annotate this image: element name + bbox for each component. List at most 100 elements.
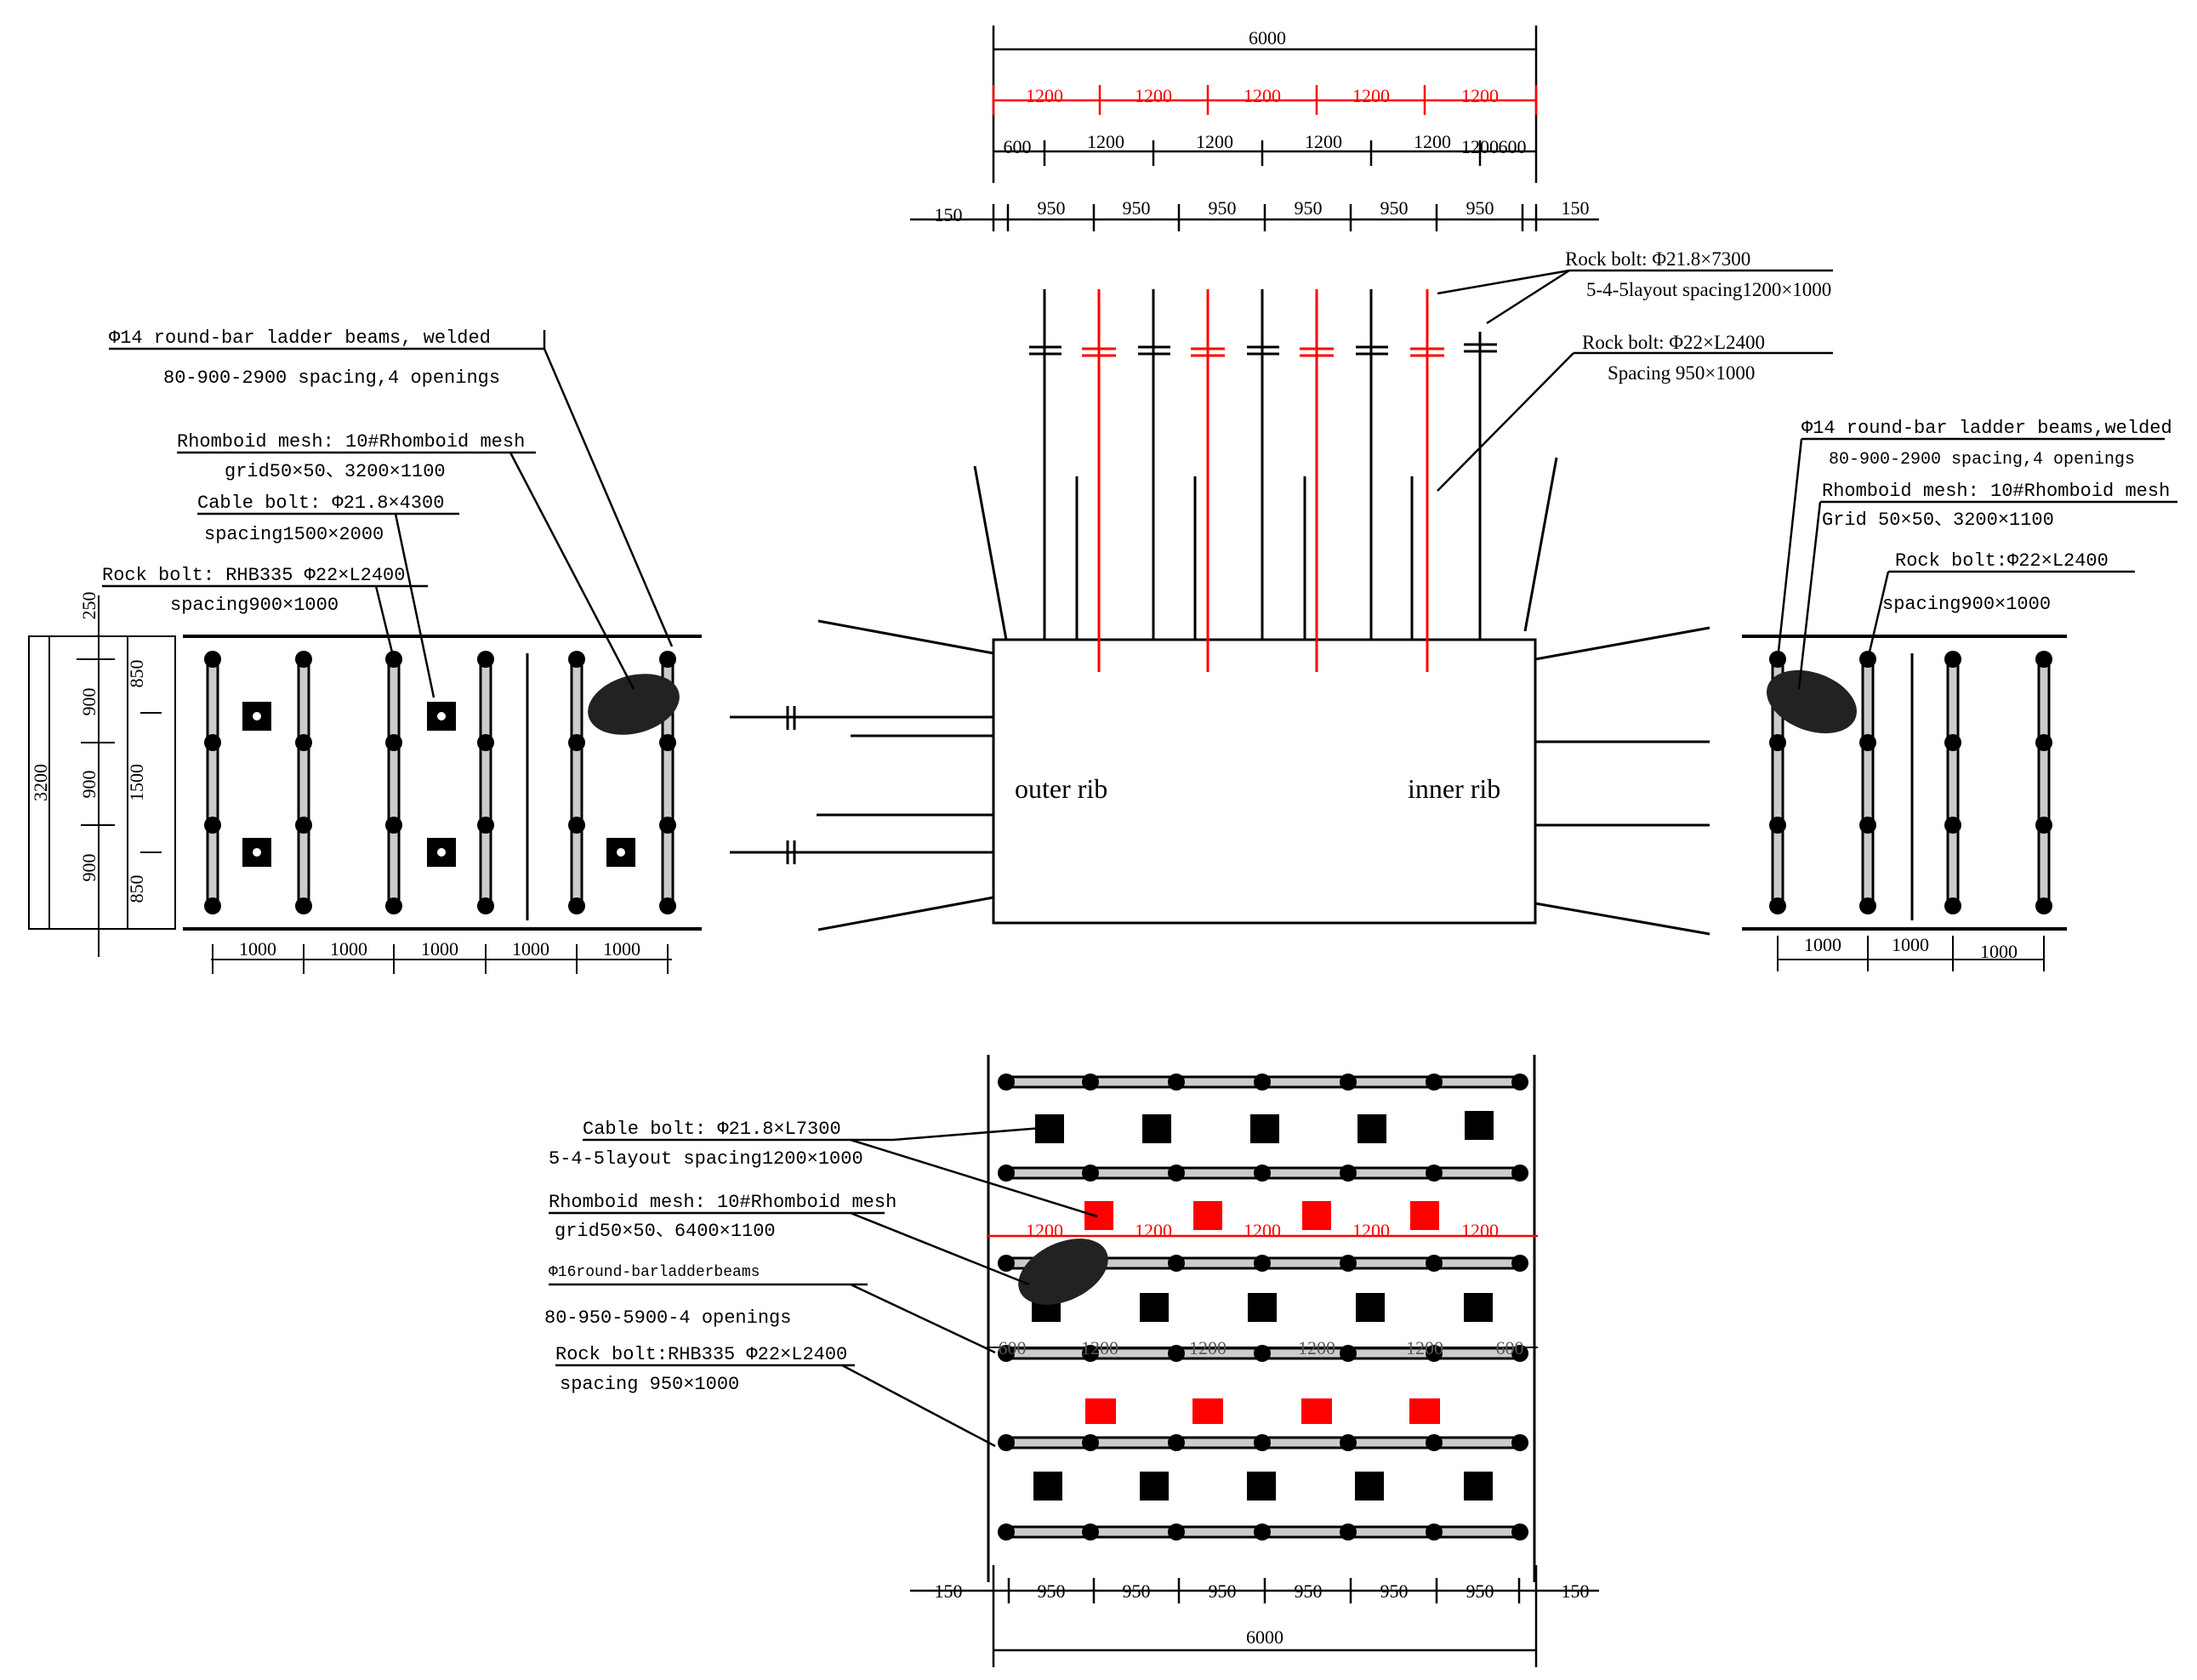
roof-red-dim-5: 1200 xyxy=(1461,1220,1499,1241)
top-rock-dims: 150 950 950 950 950 950 950 150 xyxy=(935,197,1590,225)
roof-mesh-label-2: grid50×50、6400×1100 xyxy=(555,1221,776,1242)
roof-mid-dim-6: 600 xyxy=(1496,1337,1524,1358)
bolt-dim-2: 1200 xyxy=(1087,131,1124,152)
roadway-outline xyxy=(992,638,1537,925)
left-rib-elevation: 3200 250 900 900 900 850 1500 850 1000 1… xyxy=(28,327,702,974)
roof-rock-label-2: spacing 950×1000 xyxy=(560,1374,739,1395)
right-bottom-dim-3: 1000 xyxy=(1980,941,2018,962)
top-red-dims: 1200 1200 1200 1200 1200 xyxy=(1026,85,1499,106)
inner-rib-label: inner rib xyxy=(1408,773,1500,804)
left-ladder-label-2: 80-900-2900 spacing,4 openings xyxy=(163,367,500,389)
left-height-top: 250 xyxy=(78,592,100,620)
right-bottom-dim-2: 1000 xyxy=(1892,934,1929,955)
roof-red-dim-2: 1200 xyxy=(1135,1220,1172,1241)
roof-cable-label-2: 5-4-5layout spacing1200×1000 xyxy=(549,1148,863,1170)
roof-bottom-dim-6: 950 xyxy=(1380,1580,1409,1602)
left-bottom-dim-5: 1000 xyxy=(603,938,640,960)
top-total-dim: 6000 xyxy=(1249,27,1286,48)
left-rock-label-2: spacing900×1000 xyxy=(170,595,339,616)
rock-dim-6: 950 xyxy=(1380,197,1409,219)
left-height-a: 900 xyxy=(78,688,100,716)
roof-mid-dim-2: 1200 xyxy=(1081,1337,1118,1358)
rock-bolt-label-2: Spacing 950×1000 xyxy=(1608,362,1755,384)
rock-dim-2: 950 xyxy=(1038,197,1066,219)
red-dim-2: 1200 xyxy=(1135,85,1172,106)
roof-bottom-dim-1: 150 xyxy=(935,1580,963,1602)
left-bolt-heads xyxy=(204,651,676,914)
roof-red-plates xyxy=(1084,1201,1440,1424)
top-bolt-dims: 600 1200 1200 1200 1200 1200 600 xyxy=(1004,131,1527,157)
right-rock-label-1: Rock bolt:Φ22×L2400 xyxy=(1895,550,2109,572)
bolt-dim-1: 600 xyxy=(1004,136,1032,157)
left-ladder-label-1: Φ14 round-bar ladder beams, welded xyxy=(109,327,491,349)
bolt-dim-5: 1200 xyxy=(1414,131,1451,152)
rock-dim-5: 950 xyxy=(1295,197,1323,219)
right-mesh-label-1: Rhomboid mesh: 10#Rhomboid mesh xyxy=(1822,481,2170,502)
roof-bottom-dim-lines xyxy=(910,1565,1599,1667)
left-bottom-dim-3: 1000 xyxy=(421,938,458,960)
roof-mesh-label-1: Rhomboid mesh: 10#Rhomboid mesh xyxy=(549,1192,896,1213)
left-bottom-dim-2: 1000 xyxy=(330,938,367,960)
cable-bolt-label-1: Rock bolt: Φ21.8×7300 xyxy=(1565,248,1750,270)
section-leaders xyxy=(1437,269,1833,492)
roof-plan-bolt-heads xyxy=(998,1073,1528,1540)
roof-mid-dim-1: 600 xyxy=(999,1337,1027,1358)
left-bottom-dims xyxy=(211,944,672,974)
bolt-dim-7: 600 xyxy=(1499,136,1527,157)
cable-bolt-label-2: 5-4-5layout spacing1200×1000 xyxy=(1586,279,1831,300)
right-rib-elevation: 1000 1000 1000 Φ14 round-bar ladder beam… xyxy=(1742,418,2177,971)
roof-bottom-dim-5: 950 xyxy=(1295,1580,1323,1602)
right-bottom-dim-1: 1000 xyxy=(1804,934,1841,955)
roof-plan: 1200 1200 1200 1200 1200 600 1200 1200 1… xyxy=(544,1055,1599,1667)
rock-dim-3: 950 xyxy=(1123,197,1151,219)
right-rhomboid-mesh xyxy=(1767,669,1857,734)
left-cable-label-1: Cable bolt: Φ21.8×4300 xyxy=(197,493,444,514)
roof-bottom-dim-3: 950 xyxy=(1123,1580,1151,1602)
left-leaders xyxy=(102,330,674,698)
top-dimension-chains xyxy=(910,26,1599,231)
roof-rock-label-1: Rock bolt:RHB335 Φ22×L2400 xyxy=(555,1344,847,1365)
roadway-section: outer rib inner rib xyxy=(730,248,1833,936)
right-ladder-label-2: 80-900-2900 spacing,4 openings xyxy=(1829,450,2135,470)
roof-cable-bolts xyxy=(1082,289,1444,672)
right-bolt-heads xyxy=(1769,651,2052,914)
rock-dim-4: 950 xyxy=(1209,197,1237,219)
rib-bolts xyxy=(730,619,1710,936)
left-cable-bot: 850 xyxy=(126,875,147,903)
right-mesh-label-2: Grid 50×50、3200×1100 xyxy=(1822,510,2054,531)
left-cable-plates xyxy=(242,702,635,867)
roof-bottom-dims: 150 950 950 950 950 950 950 150 6000 xyxy=(935,1580,1590,1648)
roof-black-plates xyxy=(1032,1111,1494,1501)
bolt-dim-6: 1200 xyxy=(1461,136,1499,157)
rock-bolt-label-1: Rock bolt: Φ22×L2400 xyxy=(1582,332,1765,353)
red-dim-5: 1200 xyxy=(1461,85,1499,106)
left-mesh-label-2: grid50×50、3200×1100 xyxy=(225,461,446,482)
red-dim-3: 1200 xyxy=(1244,85,1281,106)
roof-bottom-dim-7: 950 xyxy=(1466,1580,1494,1602)
left-vertical-dims xyxy=(28,595,176,957)
left-cable-top: 850 xyxy=(126,660,147,688)
red-dimension-chain xyxy=(992,85,1538,115)
left-rock-label-1: Rock bolt: RHB335 Φ22×L2400 xyxy=(102,565,405,586)
left-bottom-dim-1: 1000 xyxy=(239,938,276,960)
roof-red-dim-4: 1200 xyxy=(1352,1220,1390,1241)
right-bottom-dims xyxy=(1777,936,2045,971)
red-dim-1: 1200 xyxy=(1026,85,1063,106)
roof-cable-label-1: Cable bolt: Φ21.8×L7300 xyxy=(583,1119,841,1140)
bolt-dim-4: 1200 xyxy=(1305,131,1342,152)
rock-dim-7: 950 xyxy=(1466,197,1494,219)
roof-rhomboid-mesh xyxy=(1018,1239,1108,1305)
roof-red-dim-1: 1200 xyxy=(1026,1220,1063,1241)
left-rhomboid-mesh xyxy=(588,674,680,735)
roof-leaders xyxy=(549,1126,1098,1448)
left-cable-label-2: spacing1500×2000 xyxy=(204,524,384,545)
roof-bottom-dim-2: 950 xyxy=(1038,1580,1066,1602)
left-mesh-label-1: Rhomboid mesh: 10#Rhomboid mesh xyxy=(177,431,525,453)
bolt-dim-3: 1200 xyxy=(1196,131,1233,152)
roof-mid-dim-5: 1200 xyxy=(1406,1337,1443,1358)
roof-total-dim: 6000 xyxy=(1246,1626,1283,1648)
outer-rib-label: outer rib xyxy=(1015,773,1107,804)
rock-dim-1: 150 xyxy=(935,204,963,225)
roof-red-dim-3: 1200 xyxy=(1244,1220,1281,1241)
